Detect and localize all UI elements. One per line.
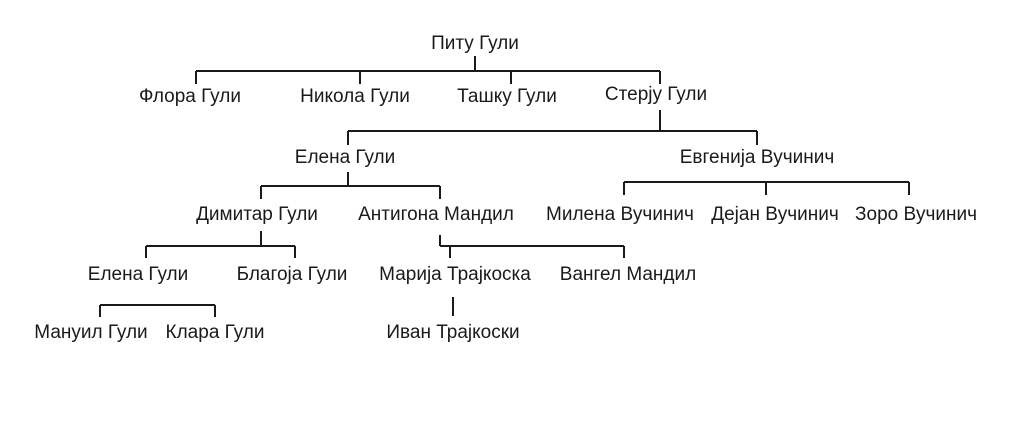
person-zoro-vuchinich: Зоро Вучинич <box>855 204 977 225</box>
tree-nodes: Питу Гули Флора Гули Никола Гули Ташку Г… <box>34 33 977 343</box>
person-flora-guli: Флора Гули <box>139 86 241 107</box>
person-vangel-mandil: Вангел Мандил <box>560 264 696 285</box>
person-ivan-trajkoski: Иван Трајкоски <box>386 322 519 343</box>
person-antigona-mandil: Антигона Мандил <box>358 204 514 225</box>
person-evgenija-vuchinich: Евгенија Вучинич <box>680 147 835 168</box>
person-elena-guli-gen3: Елена Гули <box>295 147 395 168</box>
person-dimitar-guli: Димитар Гули <box>196 204 318 225</box>
person-marija-trajkoska: Марија Трајкоска <box>379 264 531 285</box>
tree-connectors <box>99 56 910 317</box>
person-nikola-guli: Никола Гули <box>300 86 410 107</box>
person-manuil-guli: Мануил Гули <box>34 322 147 343</box>
person-pitu-guli: Питу Гули <box>431 33 519 54</box>
person-milena-vuchinich: Милена Вучинич <box>546 204 694 225</box>
person-sterju-guli: Стерју Гули <box>605 84 707 105</box>
person-tashku-guli: Ташку Гули <box>457 86 557 107</box>
person-blagoja-guli: Благоја Гули <box>237 264 348 285</box>
person-dejan-vuchinich: Дејан Вучинич <box>711 204 838 225</box>
person-elena-guli-gen5: Елена Гули <box>88 264 188 285</box>
person-klara-guli: Клара Гули <box>166 322 265 343</box>
